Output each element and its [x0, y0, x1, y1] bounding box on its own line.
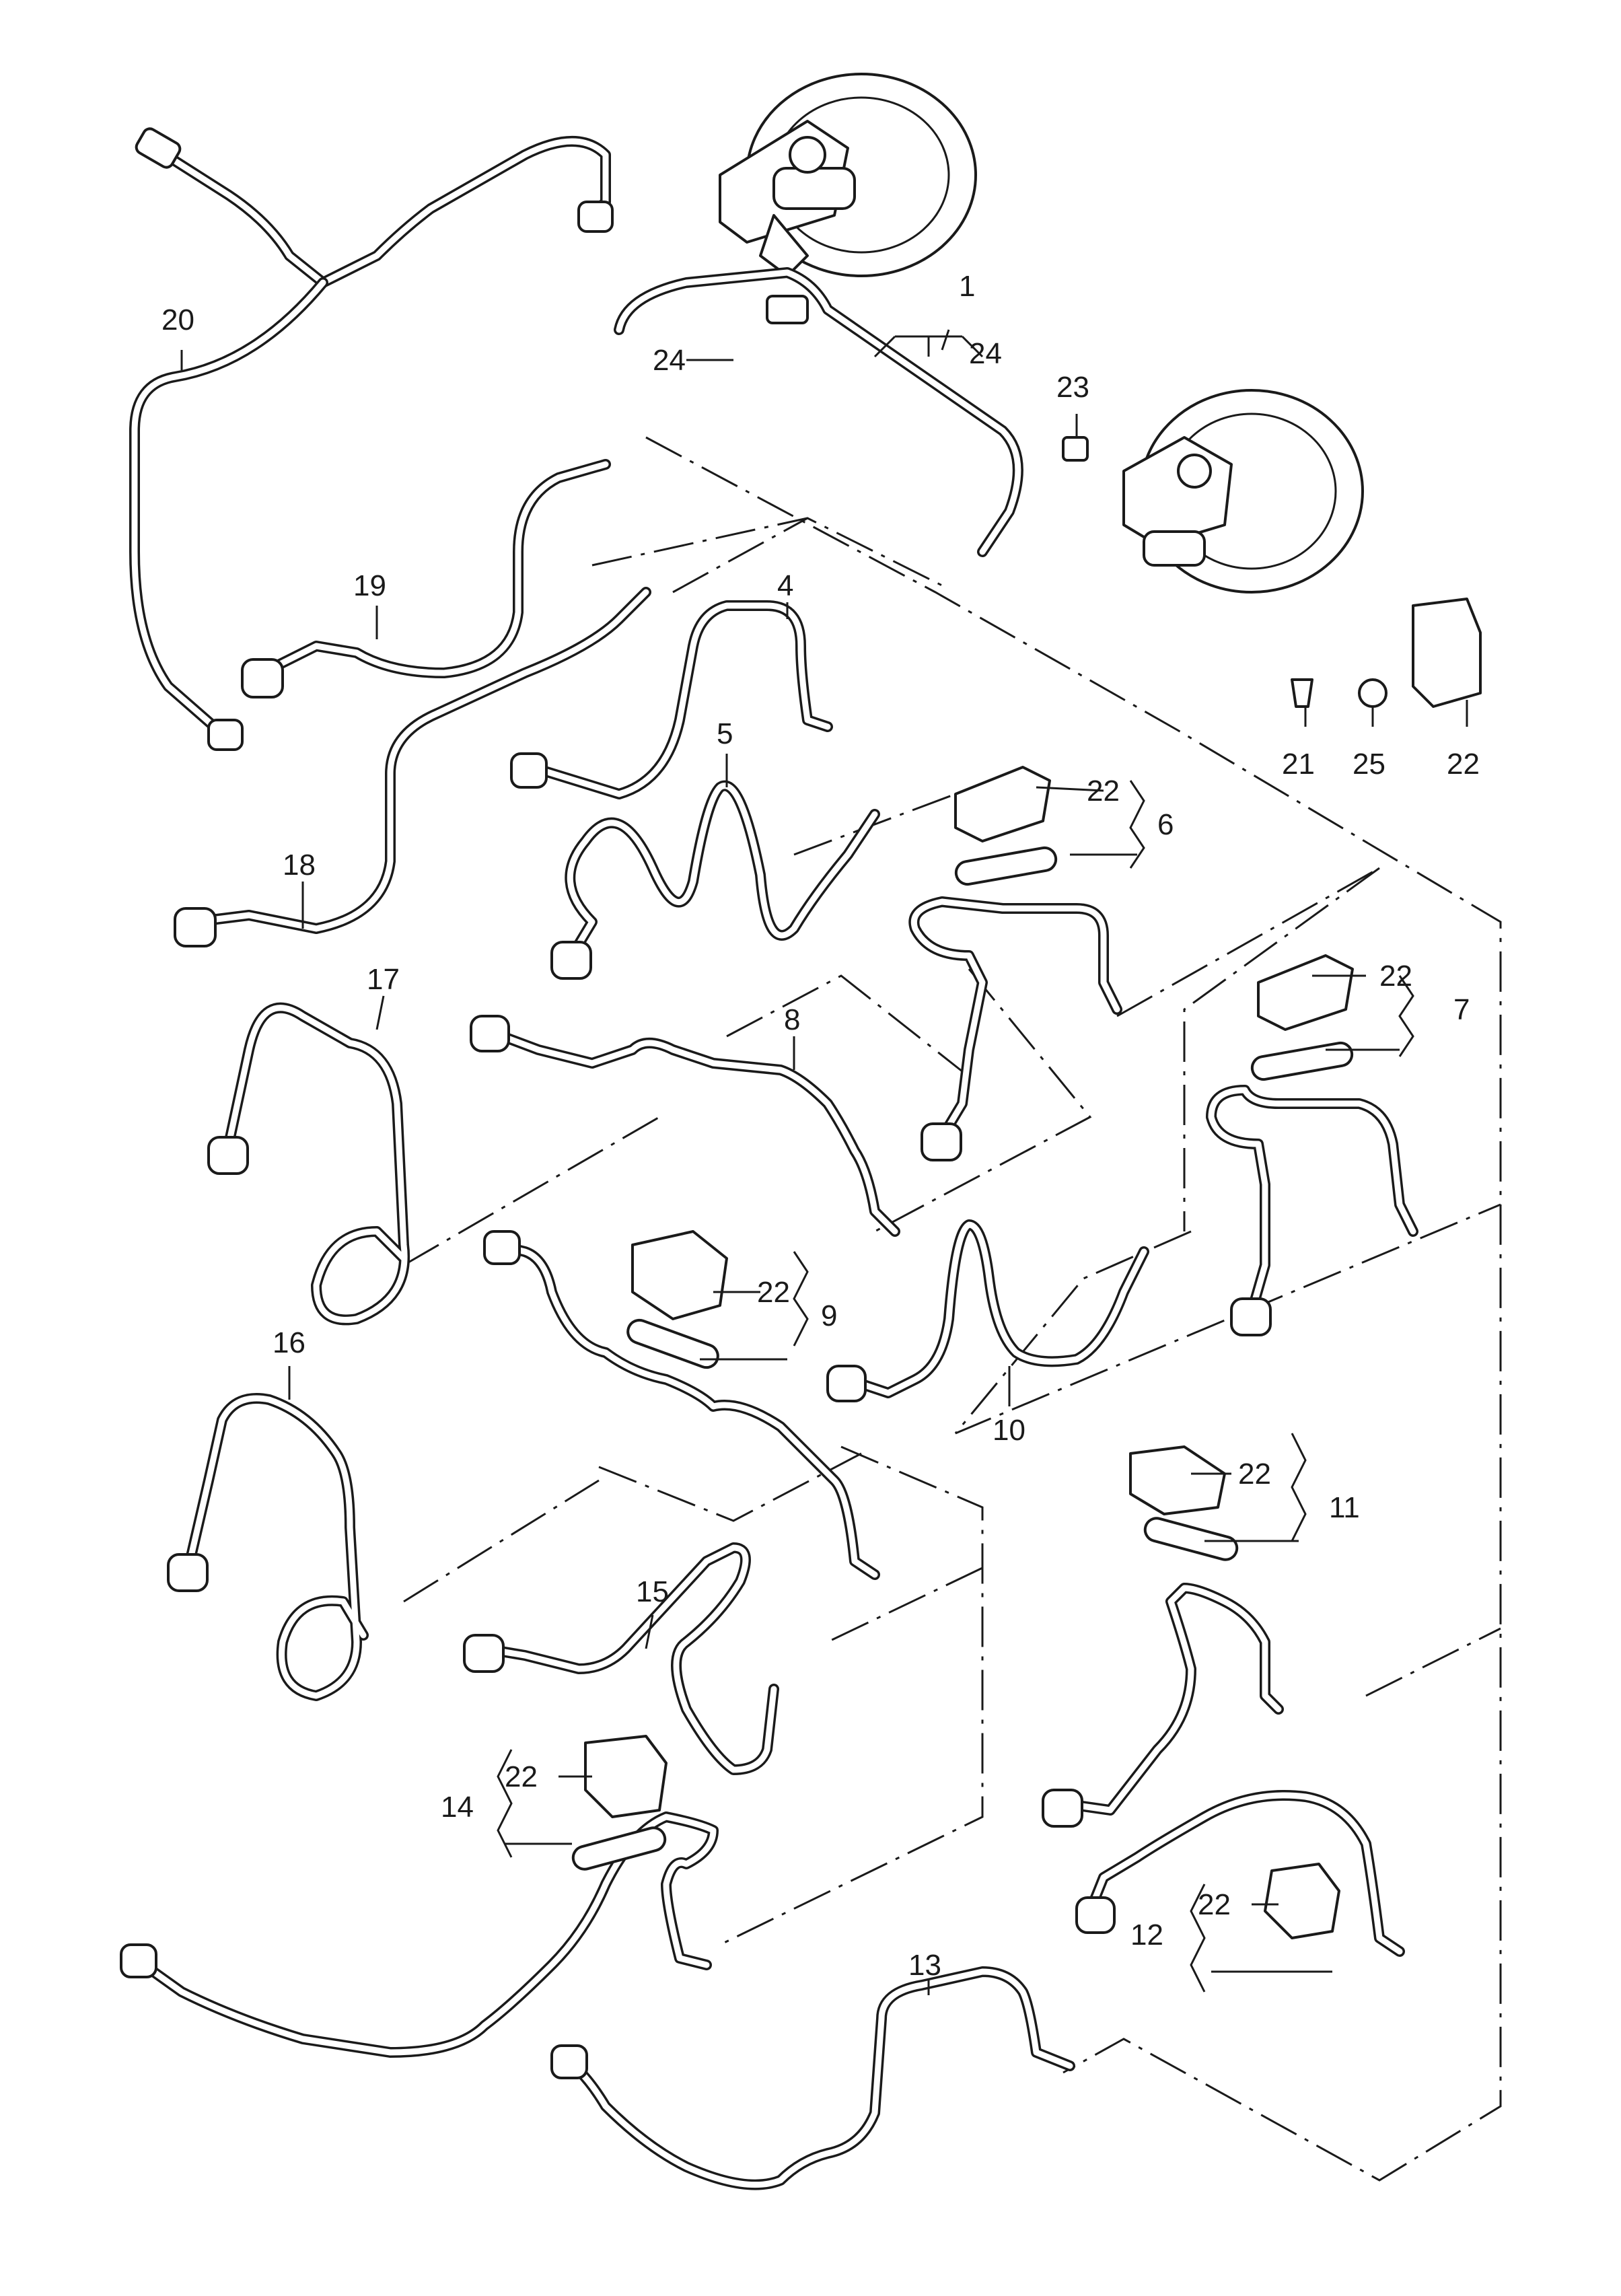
hose-6 — [908, 896, 1122, 1143]
frame-top-mid — [591, 517, 943, 587]
callout-17: 17 — [367, 963, 400, 996]
hose-11 — [1058, 1583, 1284, 1816]
frame-mid-c — [726, 974, 970, 1078]
callout-22-sensor-14: 22 — [505, 1760, 538, 1793]
callout-15: 15 — [636, 1575, 669, 1608]
brake-booster-upper — [719, 73, 977, 277]
frame-upper-left — [672, 517, 808, 594]
frame-right-d — [1365, 1627, 1501, 1697]
callout-22-sensor-6: 22 — [1087, 775, 1120, 808]
hose-8 — [479, 1024, 900, 1237]
frame-lower-a — [719, 1445, 984, 1946]
frame-right-b — [954, 1203, 1501, 1435]
callout-21: 21 — [1282, 748, 1315, 781]
sensor-6 — [954, 766, 1051, 842]
brake-booster-lower — [1122, 389, 1364, 594]
hose-5 — [565, 780, 880, 961]
frame-mid-b — [874, 968, 1092, 1233]
frame-left-b — [403, 1479, 600, 1603]
callout-11: 11 — [1329, 1491, 1360, 1524]
callout-23: 23 — [1056, 371, 1089, 404]
hose-20 — [149, 136, 611, 288]
callout-16: 16 — [273, 1326, 305, 1359]
callout-10: 10 — [993, 1414, 1025, 1447]
callout-9: 9 — [821, 1299, 837, 1332]
callout-1: 1 — [959, 270, 975, 303]
mounting-plates — [571, 295, 1388, 1871]
callout-22-loose: 22 — [1447, 748, 1480, 781]
sensor-12 — [1264, 1863, 1340, 1939]
sensor-22-loose — [1412, 598, 1482, 708]
frame-right-a — [1183, 867, 1380, 1231]
callout-12: 12 — [1130, 1918, 1163, 1951]
frame-upper — [645, 436, 1502, 2182]
callout-22-sensor-12: 22 — [1198, 1888, 1231, 1921]
sensor-9 — [631, 1230, 728, 1320]
callout-22-sensor-9: 22 — [757, 1276, 790, 1309]
callout-5: 5 — [717, 717, 733, 750]
sensor-7 — [1257, 954, 1354, 1031]
callout-13: 13 — [908, 1949, 941, 1982]
sensor-11 — [1129, 1445, 1226, 1515]
frame-right-c — [1116, 867, 1380, 1017]
callout-19: 19 — [353, 569, 386, 602]
hose-18 — [190, 587, 651, 934]
hose-19 — [257, 459, 611, 678]
frame-left-a — [403, 1116, 660, 1266]
frame-lower-c — [827, 1567, 983, 1643]
hose-4 — [526, 600, 833, 799]
callout-24: 24 — [969, 337, 1002, 370]
hose-20-branch — [129, 277, 328, 739]
hose-1 — [614, 267, 1023, 557]
callout-4: 4 — [777, 569, 793, 602]
frame-lower-b — [598, 1452, 862, 1522]
callout-18: 18 — [283, 849, 316, 882]
callout-labels: 1 24 24 23 20 19 18 4 5 22 6 21 25 22 17… — [161, 270, 1480, 1982]
callout-25: 25 — [1353, 748, 1385, 781]
callout-22-sensor-7: 22 — [1379, 960, 1412, 993]
callout-8: 8 — [784, 1003, 800, 1036]
hose-end-connectors — [120, 127, 1272, 2079]
leader-lines — [180, 329, 1468, 1995]
callout-24-clip: 24 — [653, 344, 686, 377]
callout-14: 14 — [441, 1791, 474, 1824]
vacuum-sensors — [584, 598, 1482, 1939]
callout-20: 20 — [161, 303, 194, 336]
callout-6: 6 — [1157, 808, 1174, 841]
hoses — [129, 136, 1418, 2190]
callout-22-sensor-11: 22 — [1238, 1458, 1271, 1491]
callout-7: 7 — [1453, 993, 1470, 1026]
sensor-14 — [584, 1735, 668, 1818]
hose-13 — [560, 1966, 1075, 2190]
